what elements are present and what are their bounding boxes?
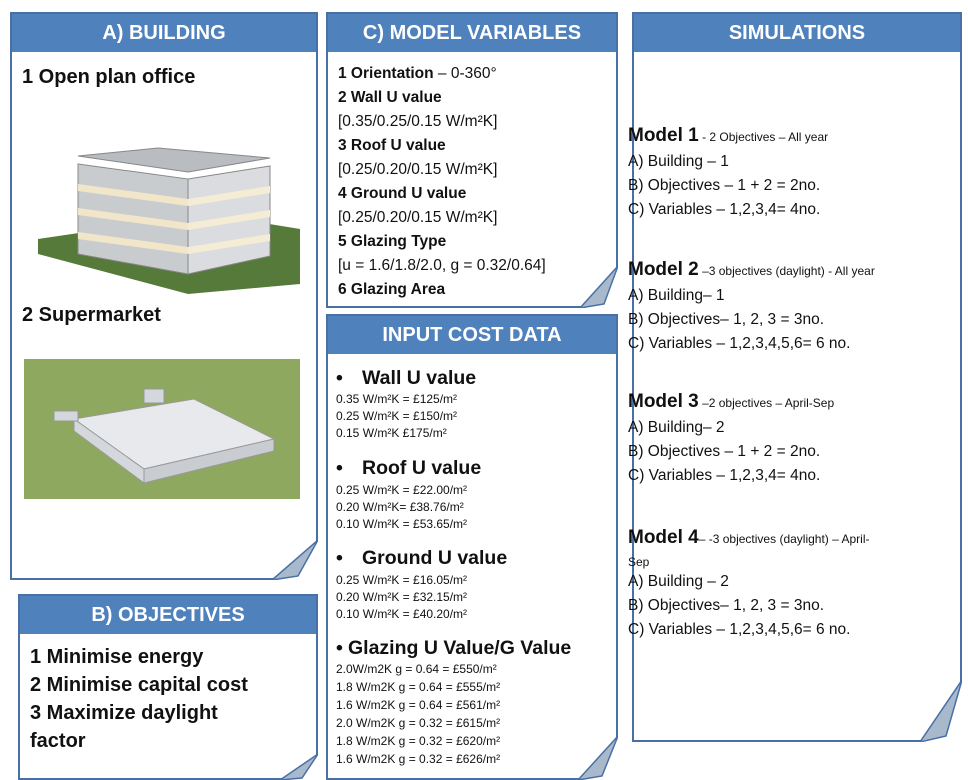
- objectives-panel: B) OBJECTIVES 1 Minimise energy 2 Minimi…: [18, 594, 318, 780]
- page-fold-icon: [580, 266, 618, 308]
- page-fold-icon: [272, 540, 318, 580]
- input-cost-header: INPUT COST DATA: [328, 316, 616, 354]
- variable-value: [0.25/0.20/0.15 W/m²K]: [338, 161, 498, 178]
- variable-label: 4 Ground U value: [338, 185, 467, 202]
- model-2-title: Model 2 –3 objectives (daylight) - All y…: [628, 259, 875, 280]
- variable-label: 3 Roof U value: [338, 137, 446, 154]
- office-building-image: [38, 147, 300, 294]
- page-fold-icon: [920, 680, 962, 742]
- cost-item: 0.20 W/m²K= £38.76/m²: [336, 500, 464, 514]
- cost-item: 0.15 W/m²K £175/m²: [336, 426, 447, 440]
- model-line: C) Variables – 1,2,3,4,5,6= 6 no.: [628, 335, 851, 352]
- cost-item: 1.8 W/m2K g = 0.64 = £555/m²: [336, 680, 501, 694]
- model-line: A) Building– 2: [628, 419, 725, 436]
- simulations-panel: SIMULATIONS Model 1 - 2 Objectives – All…: [628, 12, 962, 742]
- model-4-title: Model 4– -3 objectives (daylight) – Apri…: [628, 527, 870, 548]
- objective-item: 3 Maximize daylight: [30, 702, 218, 724]
- model-line: A) Building – 1: [628, 153, 729, 170]
- cost-item: 1.6 W/m2K g = 0.32 = £626/m²: [336, 752, 501, 766]
- cost-item: 0.10 W/m²K = £40.20/m²: [336, 607, 468, 621]
- page-fold-icon: [280, 754, 318, 780]
- simulations-header: SIMULATIONS: [634, 14, 960, 52]
- cost-item: 0.35 W/m²K = £125/m²: [336, 392, 458, 406]
- cost-item: 0.25 W/m²K = £150/m²: [336, 409, 458, 423]
- cost-item: 1.6 W/m2K g = 0.64 = £561/m²: [336, 698, 501, 712]
- cost-heading-roof: •Roof U value: [336, 457, 482, 479]
- variable-value: [u = 1.6/1.8/2.0, g = 0.32/0.64]: [338, 257, 546, 274]
- variable-value: [0.35/0.25/0.15 W/m²K]: [338, 113, 498, 130]
- supermarket-image: [24, 359, 300, 499]
- cost-item: 2.0 W/m2K g = 0.32 = £615/m²: [336, 716, 501, 730]
- objective-item: 1 Minimise energy: [30, 646, 204, 668]
- building-item-office: 1 Open plan office: [22, 66, 196, 88]
- objectives-header: B) OBJECTIVES: [20, 596, 316, 634]
- building-item-supermarket: 2 Supermarket: [22, 304, 161, 326]
- variable-label: 6 Glazing Area: [338, 281, 446, 298]
- cost-item: 0.25 W/m²K = £16.05/m²: [336, 573, 468, 587]
- cost-item: 0.20 W/m²K = £32.15/m²: [336, 590, 468, 604]
- variable-label: 1 Orientation: [338, 65, 434, 82]
- variable-value: – 0-360°: [433, 65, 497, 82]
- model-variables-panel: C) MODEL VARIABLES 1 Orientation – 0-360…: [326, 12, 618, 308]
- cost-heading-ground: •Ground U value: [336, 547, 508, 569]
- model-line: B) Objectives – 1 + 2 = 2no.: [628, 177, 821, 194]
- objective-item: factor: [30, 730, 86, 752]
- cost-item: 0.10 W/m²K = £53.65/m²: [336, 517, 468, 531]
- model-line: A) Building– 1: [628, 287, 725, 304]
- variable-label: 2 Wall U value: [338, 89, 442, 106]
- variable-value: [0.25/0.20/0.15 W/m²K]: [338, 209, 498, 226]
- model-4-subtitle-cont: Sep: [628, 555, 650, 569]
- model-line: A) Building – 2: [628, 573, 729, 590]
- model-line: C) Variables – 1,2,3,4= 4no.: [628, 467, 821, 484]
- variable-label: 5 Glazing Type: [338, 233, 447, 250]
- variable-orientation: 1 Orientation – 0-360°: [338, 62, 497, 86]
- model-line: B) Objectives– 1, 2, 3 = 3no.: [628, 597, 825, 614]
- building-header: A) BUILDING: [12, 14, 316, 52]
- model-variables-header: C) MODEL VARIABLES: [328, 14, 616, 52]
- model-1-title: Model 1 - 2 Objectives – All year: [628, 125, 829, 146]
- model-line: C) Variables – 1,2,3,4,5,6= 6 no.: [628, 621, 851, 638]
- building-panel: A) BUILDING 1 Open plan office 2 Superma…: [10, 12, 318, 580]
- cost-item: 1.8 W/m2K g = 0.32 = £620/m²: [336, 734, 501, 748]
- model-line: B) Objectives– 1, 2, 3 = 3no.: [628, 311, 825, 328]
- page-fold-icon: [578, 736, 618, 780]
- input-cost-panel: INPUT COST DATA •Wall U value 0.35 W/m²K…: [326, 314, 618, 780]
- objective-item: 2 Minimise capital cost: [30, 674, 248, 696]
- cost-heading-glazing: •Glazing U Value/G Value: [336, 637, 572, 659]
- cost-item: 2.0W/m2K g = 0.64 = £550/m²: [336, 662, 497, 676]
- cost-heading-wall: •Wall U value: [336, 367, 477, 389]
- cost-item: 0.25 W/m²K = £22.00/m²: [336, 483, 468, 497]
- model-3-title: Model 3 –2 objectives – April-Sep: [628, 391, 835, 412]
- model-line: B) Objectives – 1 + 2 = 2no.: [628, 443, 821, 460]
- model-line: C) Variables – 1,2,3,4= 4no.: [628, 201, 821, 218]
